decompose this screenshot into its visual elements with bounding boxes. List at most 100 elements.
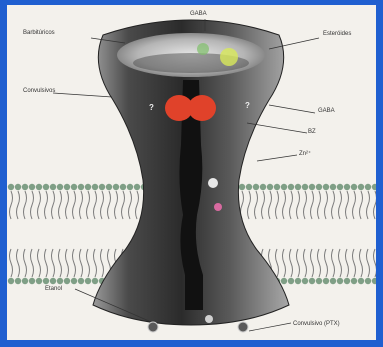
lipid-head [85,278,91,284]
lipid-head [351,184,357,190]
lipid-tail [94,191,97,219]
lipid-head [302,184,308,190]
lipid-head [274,184,280,190]
lipid-head [316,184,322,190]
lipid-head [92,278,98,284]
lipid-tail [297,249,300,277]
label-gaba-right: GABA [318,108,335,114]
lipid-head [127,184,133,190]
lipid-tail [339,191,342,219]
lipid-tail [276,191,279,219]
lipid-tail [24,191,27,219]
lipid-tail [255,191,258,219]
ion [208,178,218,188]
diagram-panel: GABA Barbitúricos Esteróides Convulsivos… [7,5,376,340]
lipid-tail [318,249,321,277]
lipid-head [8,184,14,190]
ion [205,315,213,323]
lipid-head [246,184,252,190]
lipid-head [365,278,371,284]
lipid-head [295,278,301,284]
lipid-tail [353,249,356,277]
binding-site-highlight [220,48,238,66]
ion-cl [214,203,222,211]
label-barbiturates: Barbitúricos [23,30,55,36]
lipid-tail [31,249,34,277]
lipid-tail [45,249,48,277]
lipid-head [309,184,315,190]
lipid-tail [360,191,363,219]
gaba-binding-site [188,95,216,121]
lipid-head [43,278,49,284]
lipid-head [323,184,329,190]
lipid-tail [101,191,104,219]
lipid-head [295,184,301,190]
lipid-head [22,184,28,190]
gaba-receptor-diagram [7,5,376,340]
lipid-head [78,184,84,190]
lipid-tail [108,191,111,219]
lipid-tail [325,249,328,277]
lipid-tail [31,191,34,219]
lipid-tail [360,249,363,277]
lipid-head [78,278,84,284]
lipid-tail [325,191,328,219]
lipid-tail [339,249,342,277]
lipid-tail [248,191,251,219]
lipid-head [281,184,287,190]
lipid-tail [38,191,41,219]
lipid-tail [38,249,41,277]
lipid-tail [94,249,97,277]
lipid-head [92,184,98,190]
lipid-head [57,184,63,190]
lipid-head [344,278,350,284]
lipid-head [330,184,336,190]
lipid-tail [115,191,118,219]
lipid-head [330,278,336,284]
lipid-tail [374,191,377,219]
lipid-tail [262,191,265,219]
ptx-site [238,322,248,332]
label-steroids: Esteróides [323,31,351,37]
lipid-tail [17,249,20,277]
lipid-head [57,278,63,284]
lipid-tail [45,191,48,219]
lipid-head [8,278,14,284]
label-gaba-top: GABA [190,11,207,17]
lipid-head [29,184,35,190]
lipid-tail [80,249,83,277]
lipid-head [64,278,70,284]
lipid-head [134,184,140,190]
lipid-tail [87,191,90,219]
lipid-tail [367,249,370,277]
lipid-head [64,184,70,190]
lipid-head [43,184,49,190]
lipid-head [344,184,350,190]
lipid-tail [290,191,293,219]
lipid-tail [73,249,76,277]
lipid-tail [297,191,300,219]
lipid-tail [367,191,370,219]
lipid-tail [311,249,314,277]
lipid-tail [290,249,293,277]
lipid-tail [66,191,69,219]
lipid-tail [283,191,286,219]
lipid-tail [10,191,13,219]
lipid-tail [24,249,27,277]
lipid-tail [318,191,321,219]
lipid-tail [374,249,377,277]
lipid-tail [346,249,349,277]
lipid-tail [304,249,307,277]
label-bz: BZ [308,129,316,135]
lipid-tail [353,191,356,219]
label-ethanol: Etanol [45,286,62,292]
binding-site-highlight-2 [197,43,209,55]
lipid-tail [304,191,307,219]
lipid-head [106,184,112,190]
lipid-tail [59,249,62,277]
lipid-head [323,278,329,284]
lipid-head [15,184,21,190]
lipid-head [288,278,294,284]
lipid-tail [332,249,335,277]
lipid-head [36,184,42,190]
